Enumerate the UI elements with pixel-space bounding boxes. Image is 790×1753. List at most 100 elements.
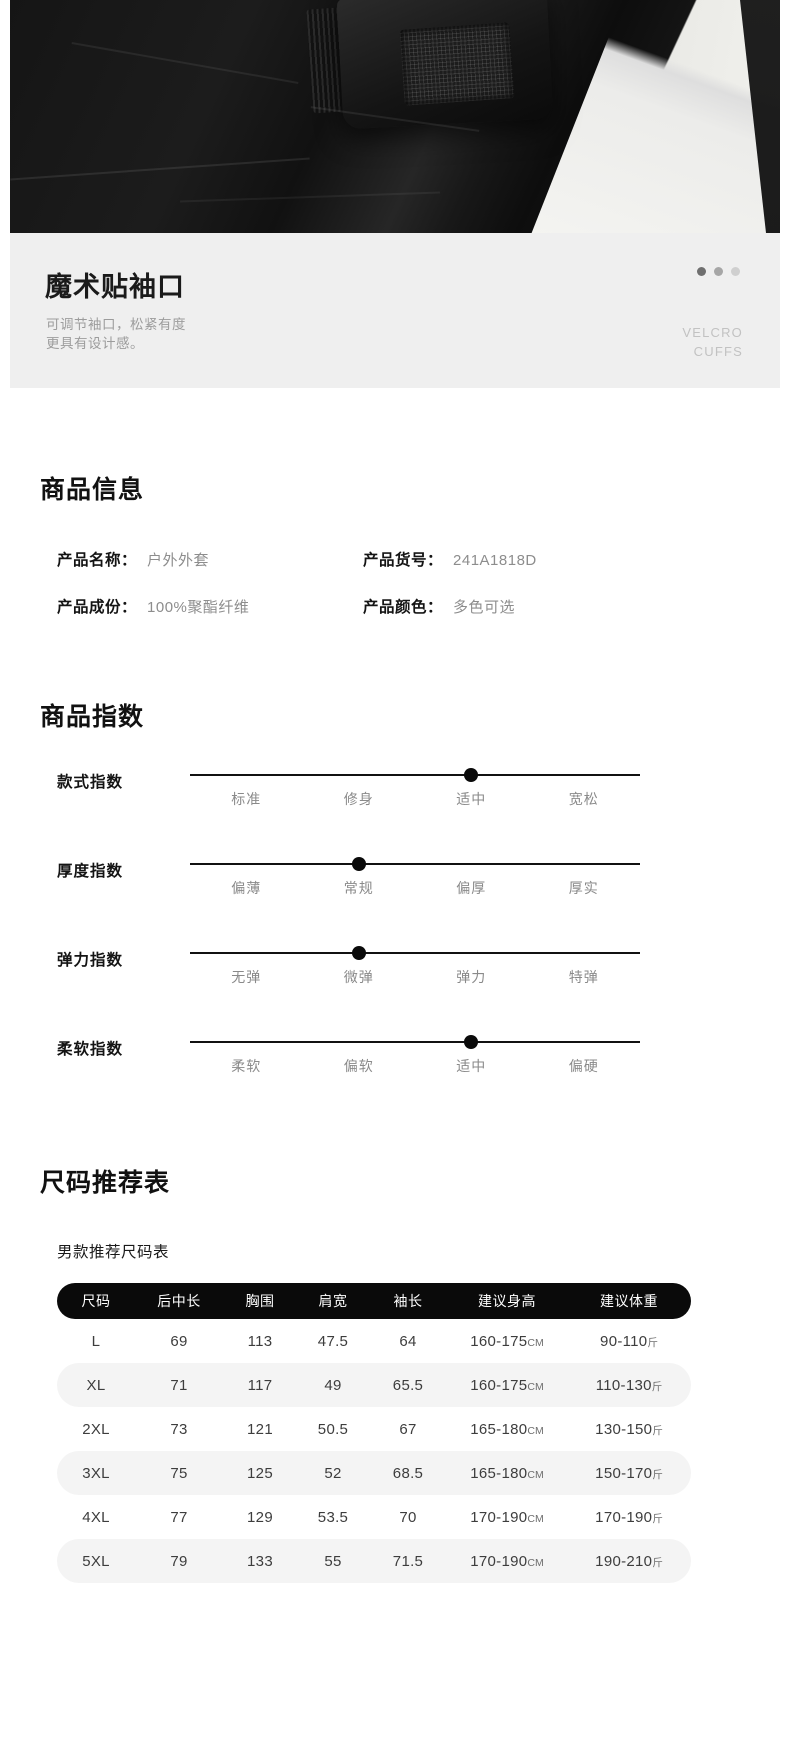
cell-weight-unit: 斤 (652, 1424, 663, 1437)
index-tick: 特弹 (568, 969, 599, 985)
index-slider-elasticity[interactable]: 无弹 微弹 弹力 特弹 (190, 935, 640, 1024)
cell-height-value: 165-180 (470, 1420, 528, 1438)
index-slider-style[interactable]: 标准 修身 适中 宽松 (190, 757, 640, 846)
cell-weight: 170-190斤 (567, 1509, 691, 1526)
index-slider-thickness[interactable]: 偏薄 常规 偏厚 厚实 (190, 846, 640, 935)
index-knob[interactable] (464, 768, 479, 782)
table-header-cell-bust: 胸围 (245, 1293, 275, 1309)
cell-height: 165-180CM (447, 1421, 567, 1438)
cell-weight: 110-130斤 (567, 1377, 691, 1394)
cell-back-length: 75 (170, 1464, 188, 1482)
index-tick-labels: 标准 修身 适中 宽松 (190, 789, 640, 809)
cell-sleeve: 71.5 (392, 1552, 424, 1570)
table-header-cell-weight: 建议体重 (600, 1293, 658, 1309)
cell-shoulder: 55 (324, 1552, 342, 1570)
banner-subtitle-line1: 可调节袖口，松紧有度 (46, 317, 186, 332)
table-row: 2XL 73 121 50.5 67 165-180CM 130-150斤 (57, 1407, 691, 1451)
table-row: L 69 113 47.5 64 160-175CM 90-110斤 (57, 1319, 691, 1363)
cell-height-unit: CM (527, 1556, 544, 1569)
cell-back-length: 79 (170, 1552, 188, 1570)
product-sku-value: 241A1818D (453, 552, 537, 569)
index-label-thickness: 厚度指数 (57, 863, 124, 880)
carousel-dot-3[interactable] (731, 267, 740, 276)
cell-bust: 113 (247, 1332, 273, 1350)
index-row-softness: 柔软指数 柔软 偏软 适中 偏硬 (0, 1024, 790, 1113)
cell-weight: 90-110斤 (567, 1333, 691, 1350)
index-tick: 弹力 (456, 969, 487, 985)
product-sku-field: 产品货号：241A1818D (363, 548, 537, 570)
cell-sleeve: 68.5 (392, 1464, 424, 1482)
table-row: 4XL 77 129 53.5 70 170-190CM 170-190斤 (57, 1495, 691, 1539)
cell-back-length: 71 (170, 1376, 188, 1394)
cell-height-value: 170-190 (470, 1552, 528, 1570)
cell-height: 165-180CM (447, 1465, 567, 1482)
index-tick: 偏硬 (568, 1058, 599, 1074)
index-knob[interactable] (351, 946, 366, 960)
size-chart-table: 尺码 后中长 胸围 肩宽 袖长 建议身高 建议体重 L 69 113 47.5 … (57, 1283, 691, 1583)
index-track (190, 952, 640, 954)
velcro-patch-icon (399, 22, 515, 106)
product-index-list: 款式指数 标准 修身 适中 宽松 厚度指数 偏薄 常规 偏 (0, 757, 790, 1113)
product-name-value: 户外外套 (147, 552, 210, 569)
cell-size: 2XL (82, 1420, 110, 1438)
cell-height-value: 165-180 (470, 1464, 528, 1482)
cell-height-unit: CM (527, 1380, 544, 1393)
index-tick-labels: 柔软 偏软 适中 偏硬 (190, 1056, 640, 1076)
table-row: 5XL 79 133 55 71.5 170-190CM 190-210斤 (57, 1539, 691, 1583)
index-knob[interactable] (351, 857, 366, 871)
cell-weight-unit: 斤 (652, 1468, 663, 1481)
cell-weight-value: 170-190 (595, 1508, 653, 1526)
index-tick: 偏厚 (456, 880, 487, 896)
carousel-dots[interactable] (697, 267, 740, 276)
cell-back-length: 69 (170, 1332, 188, 1350)
cell-height-value: 170-190 (470, 1508, 528, 1526)
product-color-value: 多色可选 (453, 599, 516, 616)
index-knob[interactable] (464, 1035, 479, 1049)
cell-sleeve: 65.5 (392, 1376, 424, 1394)
index-row-elasticity: 弹力指数 无弹 微弹 弹力 特弹 (0, 935, 790, 1024)
cell-height-value: 160-175 (470, 1376, 528, 1394)
product-info-row: 产品成份：100%聚酯纤维 产品颜色：多色可选 (0, 595, 790, 642)
product-hero-image (10, 0, 780, 233)
carousel-dot-2[interactable] (714, 267, 723, 276)
table-header-cell-sleeve: 袖长 (393, 1293, 423, 1309)
banner-subtitle-line2: 更具有设计感。 (46, 336, 144, 351)
cell-weight-value: 90-110 (600, 1332, 648, 1350)
product-material-field: 产品成份：100%聚酯纤维 (57, 595, 249, 617)
cell-bust: 125 (247, 1464, 273, 1482)
cell-height-unit: CM (527, 1336, 544, 1349)
cell-weight: 130-150斤 (567, 1421, 691, 1438)
index-tick: 适中 (456, 1058, 487, 1074)
index-track (190, 1041, 640, 1043)
cell-weight-value: 130-150 (595, 1420, 653, 1438)
cell-weight-value: 110-130 (595, 1376, 652, 1394)
index-label-softness: 柔软指数 (57, 1041, 124, 1058)
cell-height-unit: CM (527, 1512, 544, 1525)
table-header-row: 尺码 后中长 胸围 肩宽 袖长 建议身高 建议体重 (57, 1283, 691, 1319)
banner-english-line1: VELCRO (682, 325, 743, 340)
index-tick: 宽松 (568, 791, 599, 807)
cell-shoulder: 53.5 (317, 1508, 349, 1526)
cell-bust: 117 (247, 1376, 273, 1394)
index-track (190, 863, 640, 865)
index-tick: 标准 (231, 791, 262, 807)
index-tick: 无弹 (231, 969, 262, 985)
index-label-style: 款式指数 (57, 774, 124, 791)
cell-size: 5XL (82, 1552, 110, 1570)
cell-sleeve: 64 (399, 1332, 417, 1350)
cell-height: 170-190CM (447, 1509, 567, 1526)
product-name-label: 产品名称： (57, 552, 138, 569)
banner-caption: 魔术贴袖口 可调节袖口，松紧有度 更具有设计感。 VELCRO CUFFS (10, 233, 780, 388)
index-label-elasticity: 弹力指数 (57, 952, 124, 969)
table-header-cell-back-length: 后中长 (157, 1293, 201, 1309)
banner-english-label: VELCRO CUFFS (682, 323, 743, 361)
index-tick: 适中 (456, 791, 487, 807)
index-tick: 厚实 (568, 880, 599, 896)
index-row-thickness: 厚度指数 偏薄 常规 偏厚 厚实 (0, 846, 790, 935)
product-name-field: 产品名称： 户外外套 (57, 548, 209, 570)
carousel-dot-1[interactable] (697, 267, 706, 276)
product-material-value: 100%聚酯纤维 (147, 599, 250, 616)
index-slider-softness[interactable]: 柔软 偏软 适中 偏硬 (190, 1024, 640, 1113)
cell-weight-value: 190-210 (595, 1552, 653, 1570)
